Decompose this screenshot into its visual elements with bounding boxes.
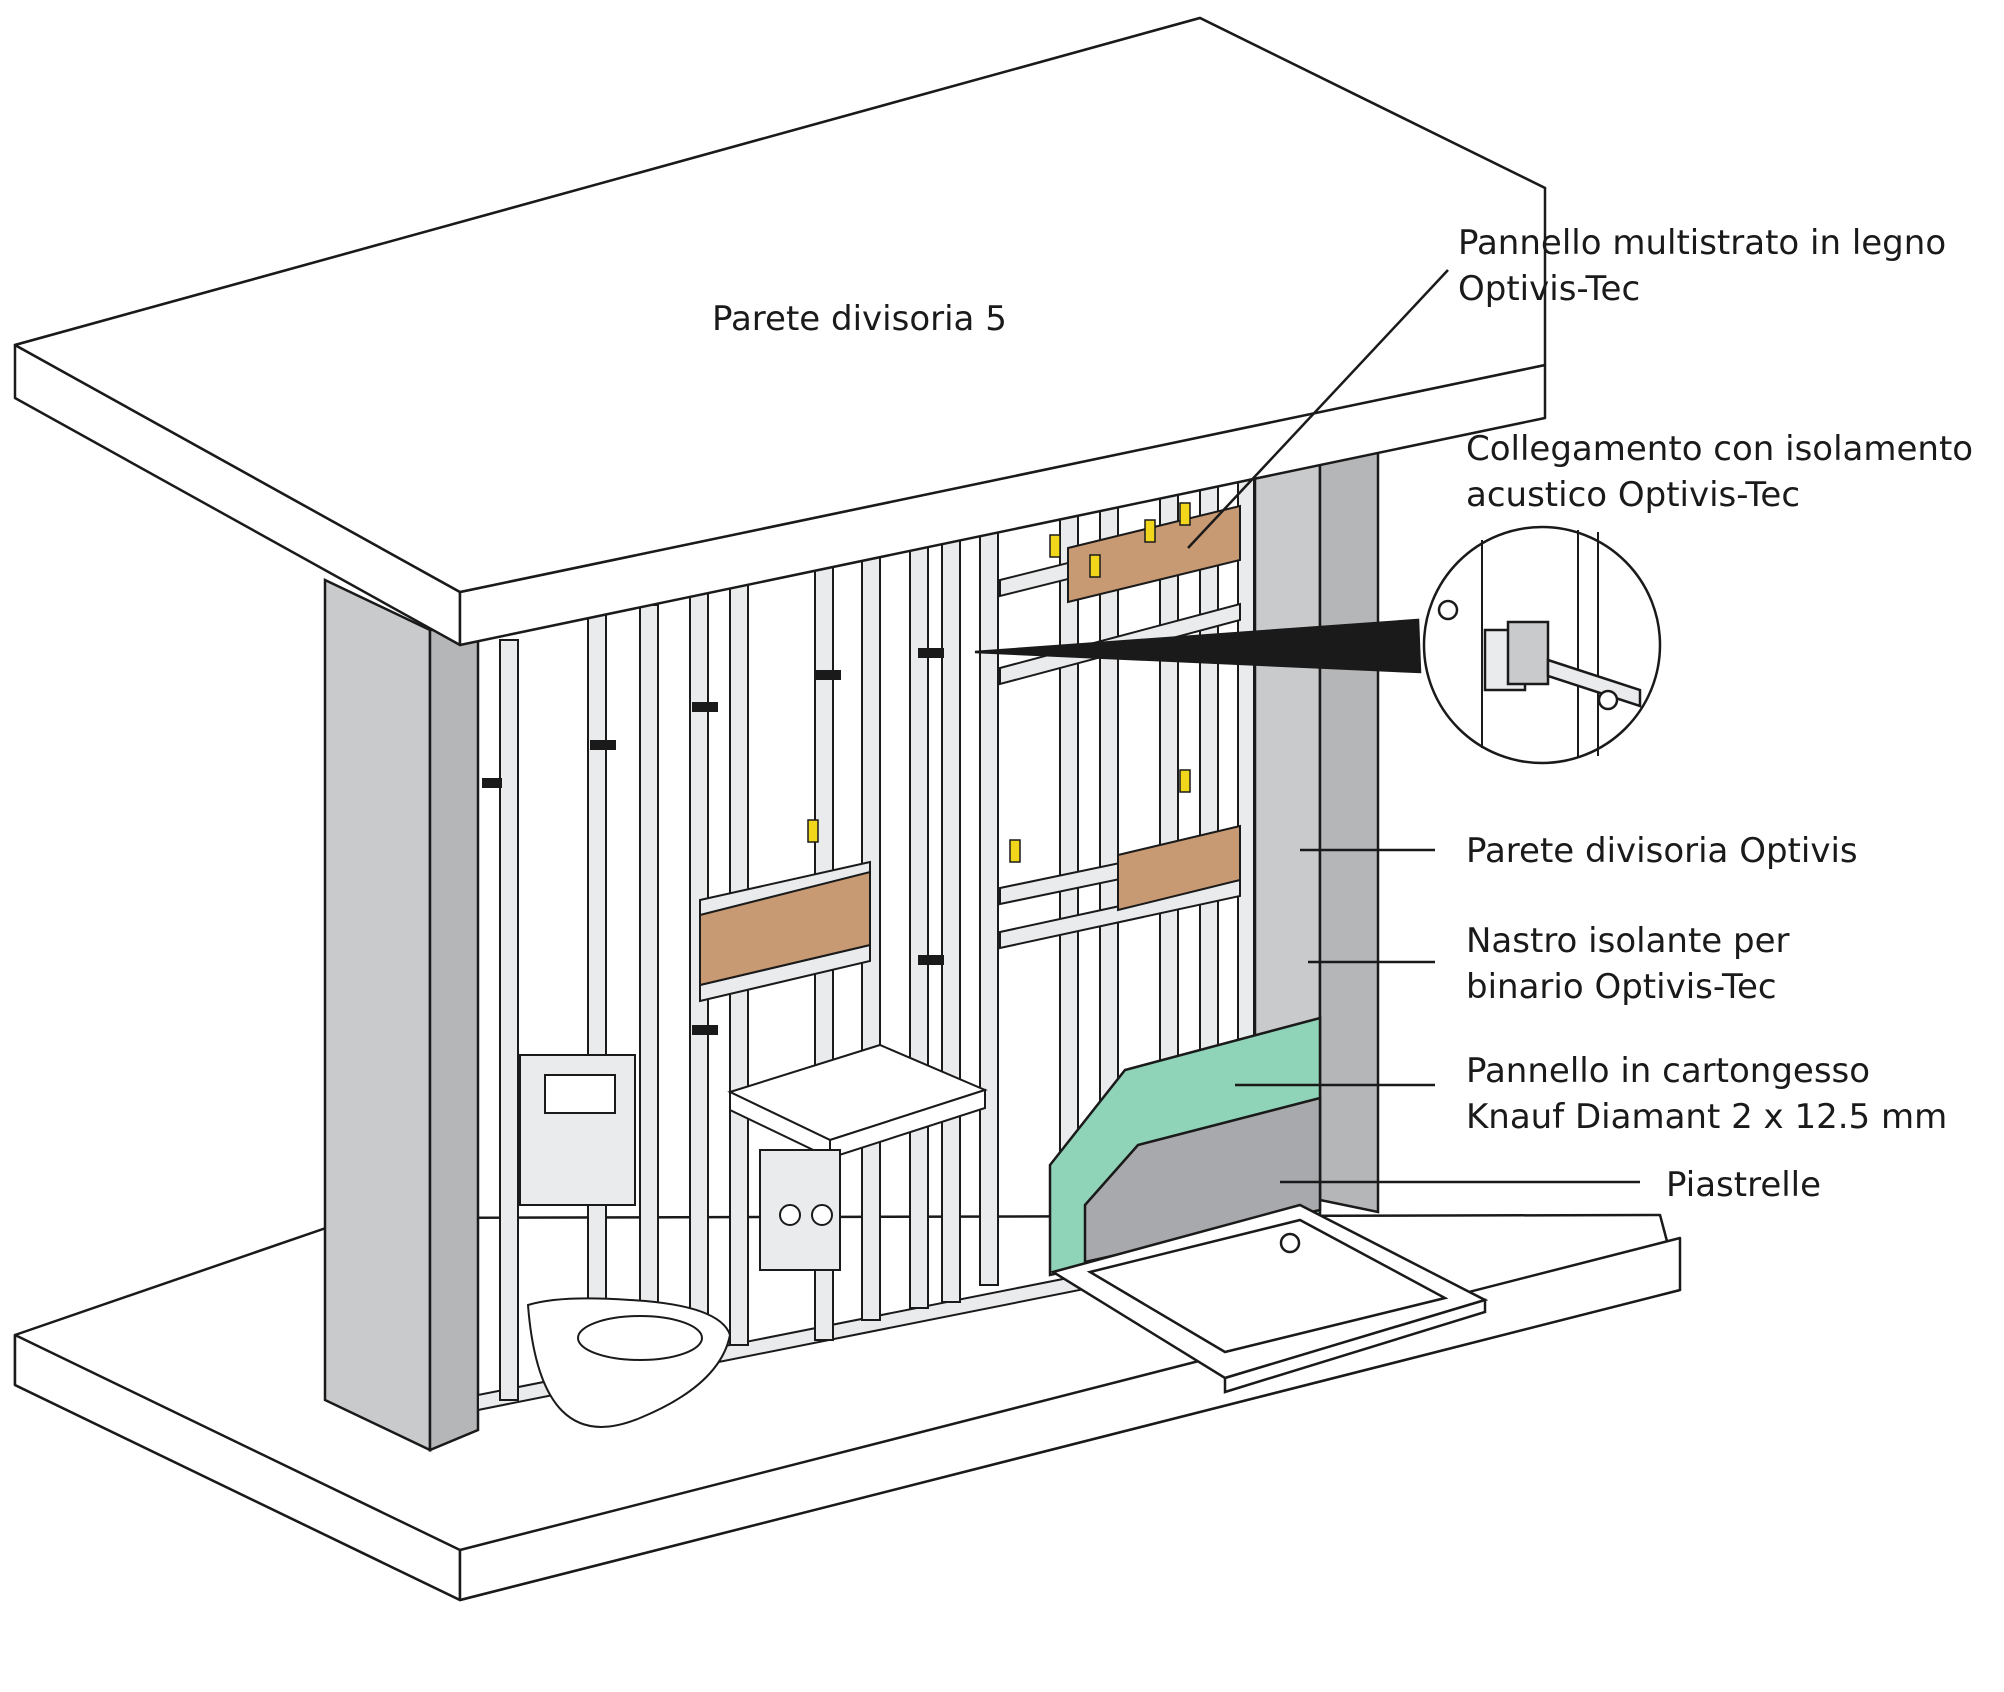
- washbasin: [727, 1043, 988, 1271]
- ceiling-slab: [13, 16, 1547, 647]
- toilet-module: [519, 1054, 732, 1428]
- shower-tray: [1049, 1203, 1489, 1394]
- label-partition-wall: Parete divisoria Optivis: [1466, 831, 1858, 871]
- label-wood-panel: Pannello multistrato in legno Optivis-Te…: [1458, 223, 1957, 309]
- label-insulating-tape: Nastro isolante per binario Optivis-Tec: [1466, 921, 1800, 1007]
- leader-lines: [1187, 269, 1640, 1184]
- label-acoustic-connection: Collegamento con isolamento acustico Opt…: [1466, 429, 1984, 515]
- label-plasterboard: Pannello in cartongesso Knauf Diamant 2 …: [1466, 1051, 1947, 1137]
- label-tiles: Piastrelle: [1666, 1165, 1821, 1205]
- wood-panel-lower-left: [699, 870, 871, 987]
- acoustic-clips: [807, 502, 1191, 863]
- leader-wood-panel: [1187, 269, 1449, 549]
- labels: Parete divisoria 5 Pannello multistrato …: [712, 223, 1984, 1205]
- detail-zoom: [974, 525, 1662, 765]
- stud-brackets: [482, 648, 944, 1035]
- wood-panels: [699, 504, 1241, 987]
- wood-panel-lower-right: [1117, 824, 1241, 912]
- center-label: Parete divisoria 5: [712, 299, 1007, 339]
- left-pillar: [323, 578, 480, 1452]
